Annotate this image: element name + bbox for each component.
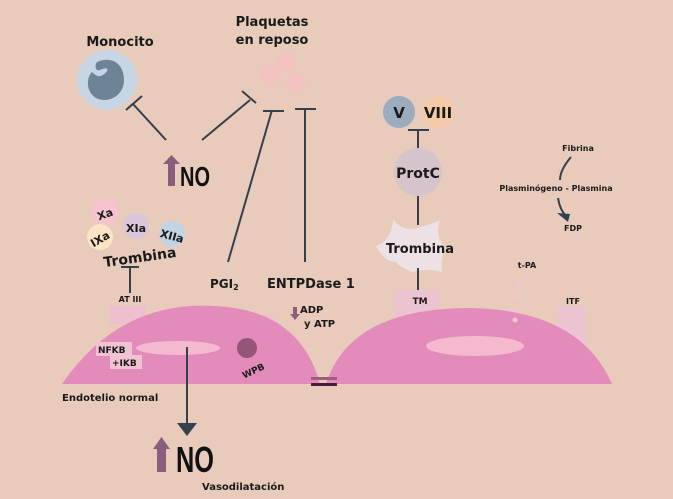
no-increase-top: NO [163,155,210,192]
tpa-label: t-PA [518,261,537,270]
v-label: V [393,104,405,122]
no-label-bottom: NO [176,439,214,480]
atp-label: y ATP [304,319,335,330]
tm-label: TM [412,297,427,307]
down-arrow-icon [290,307,300,320]
trombina-shape [376,219,446,272]
plaquetas-label-2: en reposo [236,33,309,48]
factor-xia: XIa [126,222,146,235]
up-arrow-icon [153,437,170,472]
factor-v [383,96,415,128]
vasodilatacion-label: Vasodilatación [202,481,284,493]
monocyte-icon [77,50,137,110]
no-increase-bottom: NO [153,437,214,480]
itf-label: ITF [566,297,580,306]
trombina-left-label: Trombina [103,245,178,271]
arrow-down-icon [177,423,197,436]
ikb-label: +IKB [112,359,137,369]
factor-xa: Xa [95,206,114,224]
wpb-granule [237,338,257,358]
no-label-top: NO [180,161,210,192]
factor-xiia: XIIa [159,227,186,246]
factor-viii [422,96,454,128]
fibrina-arrow-line [559,156,572,181]
protc-circle [394,148,442,196]
viii-label: VIII [424,104,452,122]
plaquetas-label-1: Plaquetas [236,15,309,30]
nfkb-label: NFKB [98,346,126,356]
trombina-right-label: Trombina [386,242,454,257]
fibrina-label: Fibrina [562,144,594,153]
nucleus-right [426,336,524,356]
junction-top [311,377,337,380]
fdp-label: FDP [564,224,582,233]
arrow-head-icon [557,213,570,222]
platelets-icon [260,52,306,92]
coagulation-factors: Xa XIa XIIa IXa Trombina [87,199,185,271]
nucleus [136,341,220,355]
junction-bottom [311,383,337,386]
adp-label: ADP [300,305,323,316]
up-arrow-icon [163,155,180,186]
plasminogeno-label: Plasminógeno - Plasmina [499,183,612,193]
endotelio-label: Endotelio normal [62,393,158,404]
endothelial-cell-left: WPB NFKB +IKB [62,305,320,384]
endothelial-cell-right [326,290,612,384]
protc-label: ProtC [396,166,440,182]
pgi2-label: PGI2 [210,277,239,292]
entpdase-label: ENTPDase 1 [267,277,355,292]
no-inhibition-lines [125,90,316,263]
tpa-dots [507,272,531,323]
at3-label: AT III [119,295,142,304]
monocito-label: Monocito [86,35,153,50]
